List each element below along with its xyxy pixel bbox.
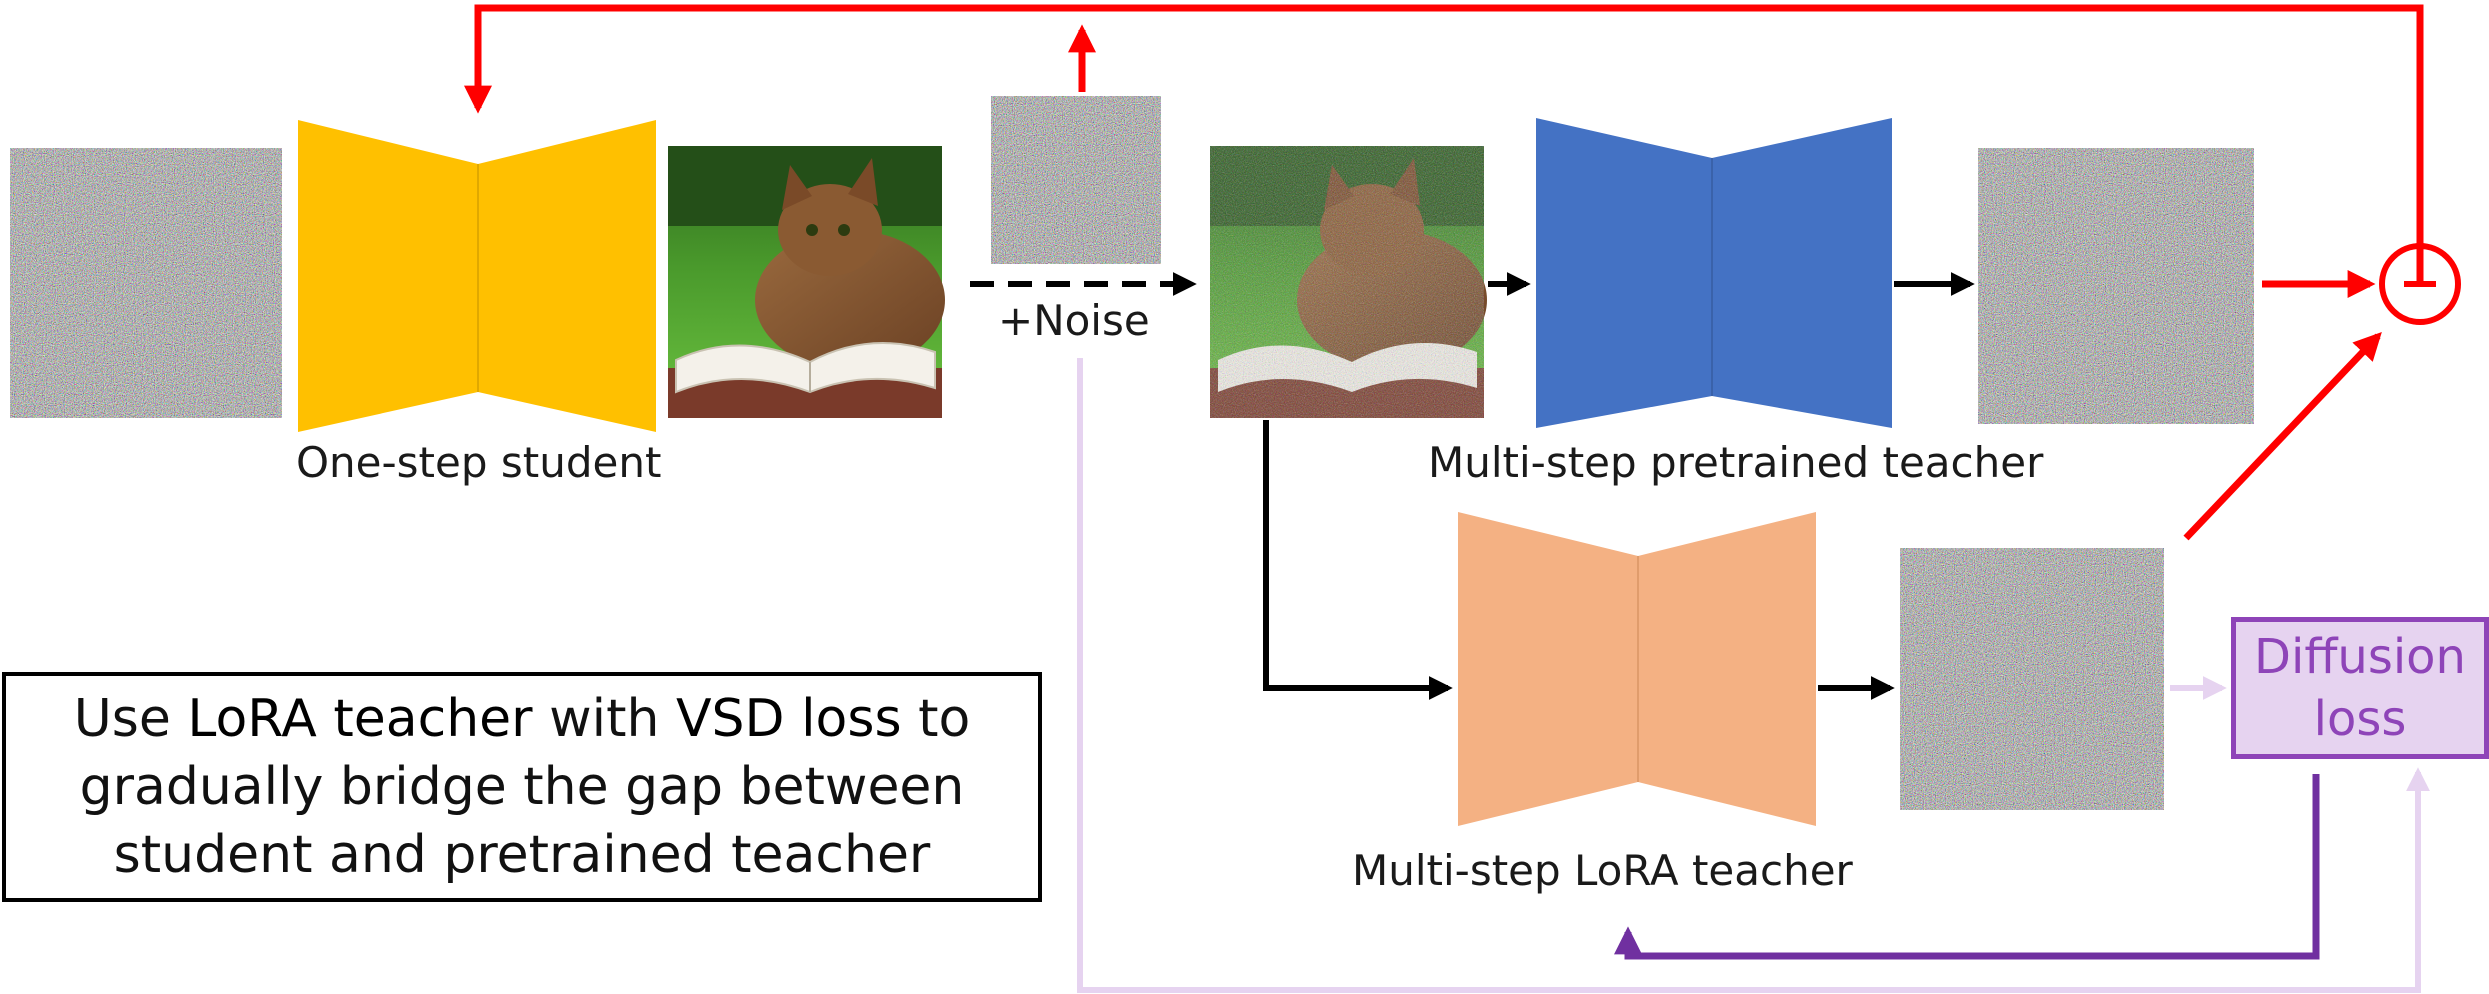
diffusion-loss-box: Diffusion loss	[2231, 617, 2489, 759]
pretrained-output-image	[1978, 148, 2254, 424]
noise-to-diffusion-loss-arrow	[1077, 358, 2430, 993]
diffusion-loss-to-lora-arrow	[1614, 774, 2320, 960]
pretrained-teacher-label: Multi-step pretrained teacher	[1428, 438, 2044, 487]
to-lora-arrow	[1263, 420, 1453, 700]
input-noise-image	[10, 148, 282, 418]
callout-text-2: with	[532, 689, 676, 749]
lora-teacher-label: Multi-step LoRA teacher	[1352, 846, 1853, 895]
callout-box: Use LoRA teacher with VSD loss to gradua…	[2, 672, 1042, 902]
added-noise-image	[991, 96, 1161, 264]
diffusion-loss-line1: Diffusion	[2254, 629, 2466, 685]
noisy-cat-image	[1210, 146, 1487, 418]
lora-output-image	[1900, 548, 2164, 810]
diffusion-loss-line2: loss	[2313, 691, 2407, 747]
subtraction-node	[2379, 243, 2461, 325]
callout-vsd-loss: VSD loss	[675, 689, 902, 749]
callout-lora-teacher: LoRA teacher	[187, 689, 533, 749]
callout-text: Use LoRA teacher with VSD loss to gradua…	[6, 685, 1038, 889]
lora-to-loss-arrow	[2183, 331, 2382, 541]
student-label: One-step student	[296, 438, 662, 487]
generated-cat-image	[668, 146, 945, 418]
lora-teacher-network	[1458, 512, 1816, 826]
pretrained-teacher-network	[1536, 118, 1892, 428]
callout-text-1: Use	[73, 689, 188, 749]
callout-text-3: to gradually bridge the gap between stud…	[79, 689, 971, 885]
noise-label: +Noise	[998, 296, 1150, 345]
student-network	[298, 120, 656, 432]
gradient-feedback-arrow	[464, 4, 2424, 282]
